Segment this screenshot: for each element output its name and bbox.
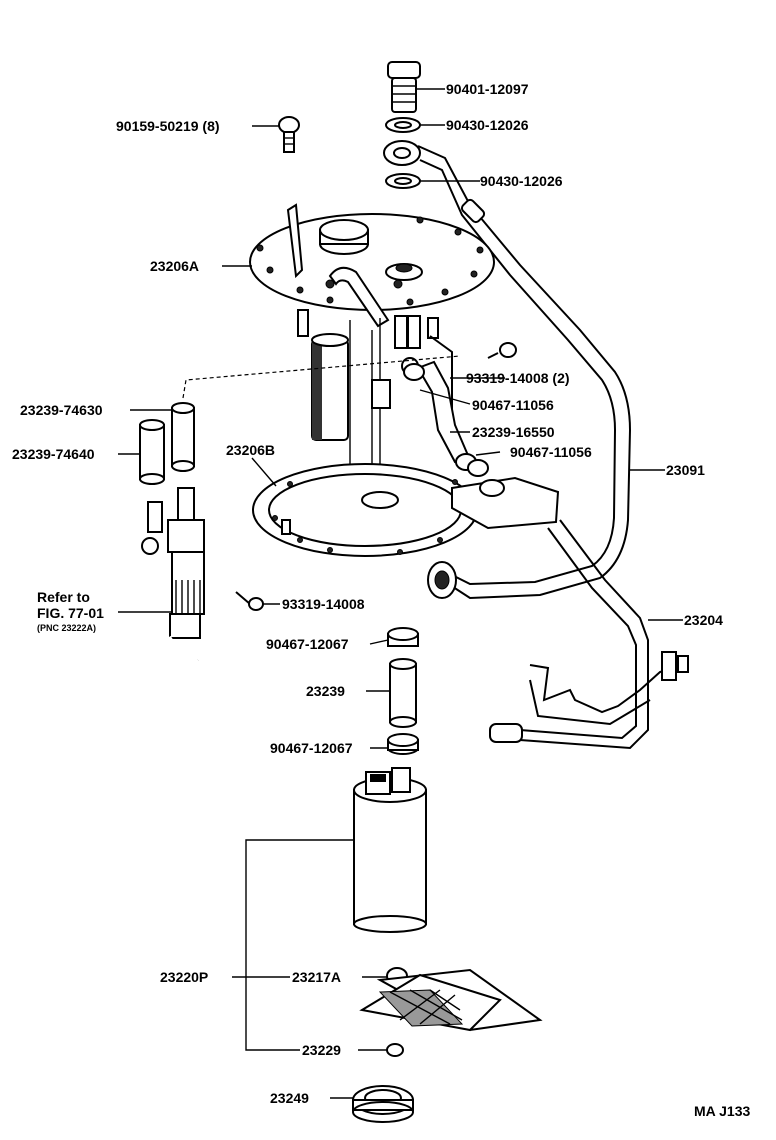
fuel-sender-assembly-part [141, 487, 205, 680]
label-90467-12067-lower: 90467-12067 [270, 740, 353, 756]
label-90430-12026-lower: 90430-12026 [480, 173, 563, 189]
cushion-part [386, 1043, 404, 1057]
label-23220p: 23220P [160, 969, 208, 985]
gasket-lower-part [385, 173, 421, 189]
figure-id-text: MA J133 [694, 1103, 751, 1119]
label-90467-11056-lower: 90467-11056 [510, 444, 592, 460]
label-90430-12026-upper: 90430-12026 [446, 117, 529, 133]
fuel-pump-motor-part [353, 767, 427, 933]
gasket-upper-part [385, 117, 421, 133]
pump-bracket-lower-part [252, 463, 478, 557]
label-23249: 23249 [270, 1090, 309, 1106]
label-93319-14008: 93319-14008 [282, 596, 365, 612]
screw-93319-2-part [487, 342, 517, 359]
label-23229: 23229 [302, 1042, 341, 1058]
label-23239: 23239 [306, 683, 345, 699]
label-93319-14008-2: 93319-14008 (2) [466, 370, 570, 386]
screw-93319-part [235, 591, 264, 611]
clamp-lower-part [387, 733, 419, 755]
pump-bracket-upper-part [249, 203, 495, 349]
label-90467-12067-upper: 90467-12067 [266, 636, 349, 652]
hose-74640-part [139, 419, 165, 485]
label-23206b: 23206B [226, 442, 275, 458]
leader-lines [118, 88, 683, 1099]
union-bolt-part [387, 61, 421, 113]
label-23239-74640: 23239-74640 [12, 446, 95, 462]
fuel-filter-part [359, 967, 543, 1032]
fuel-outlet-pipe-part [383, 140, 632, 600]
pump-clip-part [352, 1085, 414, 1123]
screw-90159-part [278, 116, 300, 153]
label-23239-16550: 23239-16550 [472, 424, 555, 440]
regulator-block-part [451, 459, 560, 530]
label-90401-12097: 90401-12097 [446, 81, 529, 97]
label-23091: 23091 [666, 462, 705, 478]
refer-fig-text: FIG. 77-01 [37, 605, 104, 621]
label-90159-50219: 90159-50219 (8) [116, 118, 220, 134]
label-23239-74630: 23239-74630 [20, 402, 103, 418]
label-23206a: 23206A [150, 258, 199, 274]
label-23204: 23204 [684, 612, 723, 628]
hose-74630-part [171, 402, 195, 472]
hose-23239-part [389, 658, 417, 728]
refer-to-text: Refer to [37, 589, 90, 605]
clamp-upper-part [387, 627, 419, 647]
refer-pnc-text: (PNC 23222A) [37, 623, 96, 633]
label-90467-11056-upper: 90467-11056 [472, 397, 554, 413]
fuel-tube-23204-part [489, 519, 689, 750]
label-23217a: 23217A [292, 969, 341, 985]
